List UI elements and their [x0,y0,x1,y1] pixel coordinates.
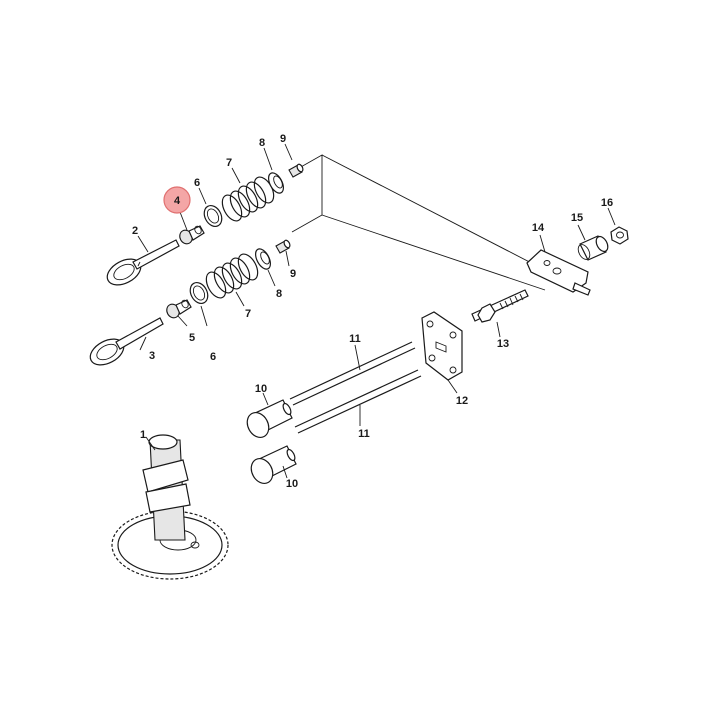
part-7-spring-lower [205,253,259,299]
part-6-washer-upper [203,204,223,228]
callout-11-lower: 11 [358,428,370,440]
callout-11-upper: 11 [349,333,361,345]
callout-7-upper: 7 [226,157,232,169]
part-3-valve-lower [89,317,164,366]
callout-labels: 1 2 3 5 6 6 7 7 8 8 9 9 10 10 11 11 12 1… [132,133,613,490]
callout-5: 5 [189,332,195,344]
part-6-washer-lower [189,281,209,305]
part-5-valve-seal-lower [166,299,192,319]
part-9-keeper-upper [288,163,304,178]
part-9-keeper-lower [275,239,291,254]
callout-1: 1 [140,429,146,441]
part-10-tappets [246,399,297,485]
highlight-circle[interactable] [163,186,191,214]
part-4-valve-seal [179,225,205,245]
callout-8-lower: 8 [276,288,282,300]
part-13-threaded-stud [471,289,529,323]
part-15-adjuster [577,235,609,261]
callout-6-lower: 6 [210,351,216,363]
callout-8-upper: 8 [259,137,265,149]
highlight-marker-4[interactable]: 4 [163,186,191,214]
part-8-retainer-upper [268,172,284,194]
part-12-guide-plate [421,311,463,381]
callout-9-upper: 9 [280,133,286,145]
part-11-push-rods [289,341,422,434]
leader-lines [137,143,616,479]
callout-15: 15 [571,212,583,224]
callout-7-lower: 7 [245,308,251,320]
part-14-rocker-bracket [526,249,591,296]
callout-9-lower: 9 [290,268,296,280]
callout-13: 13 [497,338,509,350]
callout-2: 2 [132,225,138,237]
callout-10-upper: 10 [255,383,267,395]
part-1-camshaft-gear [111,434,229,580]
part-16-nut [610,226,629,245]
part-8-retainer-lower [255,248,271,270]
callout-10-lower: 10 [286,478,298,490]
callout-12: 12 [456,395,468,407]
assembly-bracket-lines [291,154,546,291]
callout-16: 16 [601,197,613,209]
part-7-spring-upper [221,176,275,222]
callout-6-upper: 6 [194,177,200,189]
callout-14: 14 [532,222,545,234]
part-2-valve-upper [106,239,180,286]
callout-4[interactable]: 4 [174,195,181,207]
callout-3: 3 [149,350,155,362]
